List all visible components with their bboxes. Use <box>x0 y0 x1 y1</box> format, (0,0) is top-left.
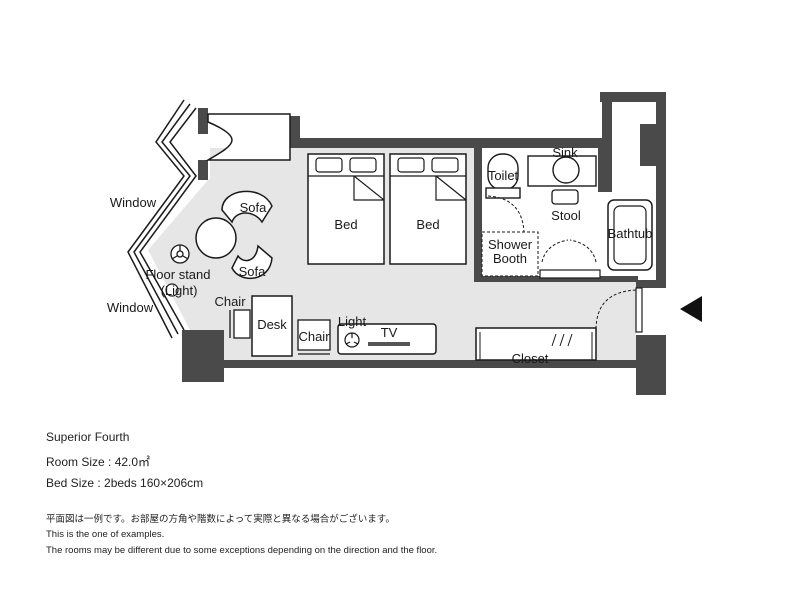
chair-left <box>229 309 251 339</box>
floor-stand-icon-2 <box>165 283 179 297</box>
label-chair-left: Chair <box>214 294 246 309</box>
toilet-tank <box>485 187 521 199</box>
entrance-arrow-icon <box>680 296 702 322</box>
light-icon <box>344 332 360 348</box>
label-bathtub: Bathtub <box>608 226 653 241</box>
wall-right-lower <box>636 335 666 395</box>
desk <box>251 295 293 357</box>
label-sofa-lower: Sofa <box>239 264 267 279</box>
wall-upper-left <box>198 108 208 134</box>
chair-right <box>297 319 331 355</box>
sofa-upper <box>221 190 273 224</box>
wall-pillar-top <box>290 116 300 148</box>
alcove <box>205 113 291 161</box>
label-light: Light <box>338 314 367 329</box>
room-type: Superior Fourth <box>46 430 130 444</box>
wall-bottom <box>218 360 638 368</box>
wall-top <box>296 138 602 148</box>
tv-screen <box>368 342 410 346</box>
wall-right-mid <box>636 280 666 288</box>
wall-bath-bottom <box>474 276 638 282</box>
note-japanese: 平面図は一例です。お部屋の方角や階数によって実際と異なる場合がございます。 <box>46 514 395 525</box>
bed-size: Bed Size : 2beds 160×206cm <box>46 476 204 490</box>
label-chair-right: Chair <box>298 329 330 344</box>
label-shower-1: Shower <box>488 237 533 252</box>
stool <box>551 189 579 205</box>
bath-threshold <box>539 269 601 279</box>
walls <box>182 92 666 395</box>
label-stool: Stool <box>551 208 581 223</box>
bathtub-inner <box>613 205 647 265</box>
label-window-upper: Window <box>110 195 157 210</box>
label-floor-stand-1: Floor stand <box>145 267 210 282</box>
round-table <box>195 217 237 259</box>
label-sink: Sink <box>552 145 578 160</box>
closet-hangers <box>551 333 573 347</box>
label-sofa-upper: Sofa <box>240 200 268 215</box>
wall-top-bath <box>602 92 612 192</box>
label-shower-2: Booth <box>493 251 527 266</box>
label-closet: Closet <box>512 351 549 366</box>
sofa-lower <box>231 244 273 280</box>
label-desk: Desk <box>257 317 287 332</box>
bed-1 <box>307 153 385 265</box>
wall-bath-left <box>474 148 482 280</box>
wall-bottom-left <box>182 330 224 382</box>
wall-closet-right <box>656 92 666 192</box>
pillar-notch <box>640 124 658 166</box>
entrance-door <box>635 287 643 333</box>
wall-tub-left <box>598 148 604 192</box>
label-bed-1: Bed <box>334 217 357 232</box>
label-bed-2: Bed <box>416 217 439 232</box>
label-toilet: Toilet <box>488 168 519 183</box>
room-size: Room Size : 42.0㎡ <box>46 455 151 469</box>
plan-labels: Window Window Sofa Sofa Floor stand (Lig… <box>107 145 653 366</box>
tv-stand <box>337 323 437 355</box>
floor-stand-icon <box>170 244 190 264</box>
wall-bath-outer <box>656 182 666 282</box>
bathtub <box>607 199 653 271</box>
shower-booth <box>481 231 539 277</box>
label-floor-stand-2: (Light) <box>161 283 198 298</box>
note-example: This is the one of examples. <box>46 529 165 540</box>
note-disclaimer: The rooms may be different due to some e… <box>46 545 438 556</box>
window-frame <box>127 99 197 339</box>
closet <box>475 327 597 361</box>
wall-closet-top <box>600 92 662 102</box>
floor-plan: Window Window Sofa Sofa Floor stand (Lig… <box>107 92 702 395</box>
bed-2 <box>389 153 467 265</box>
toilet-door-arc <box>487 195 525 233</box>
wall-upper-left2 <box>198 160 208 180</box>
label-window-lower: Window <box>107 300 154 315</box>
sink-basin <box>552 156 580 184</box>
label-tv: TV <box>381 325 398 340</box>
bath-door-arcs <box>541 239 597 263</box>
entrance-door-arc <box>595 289 637 331</box>
